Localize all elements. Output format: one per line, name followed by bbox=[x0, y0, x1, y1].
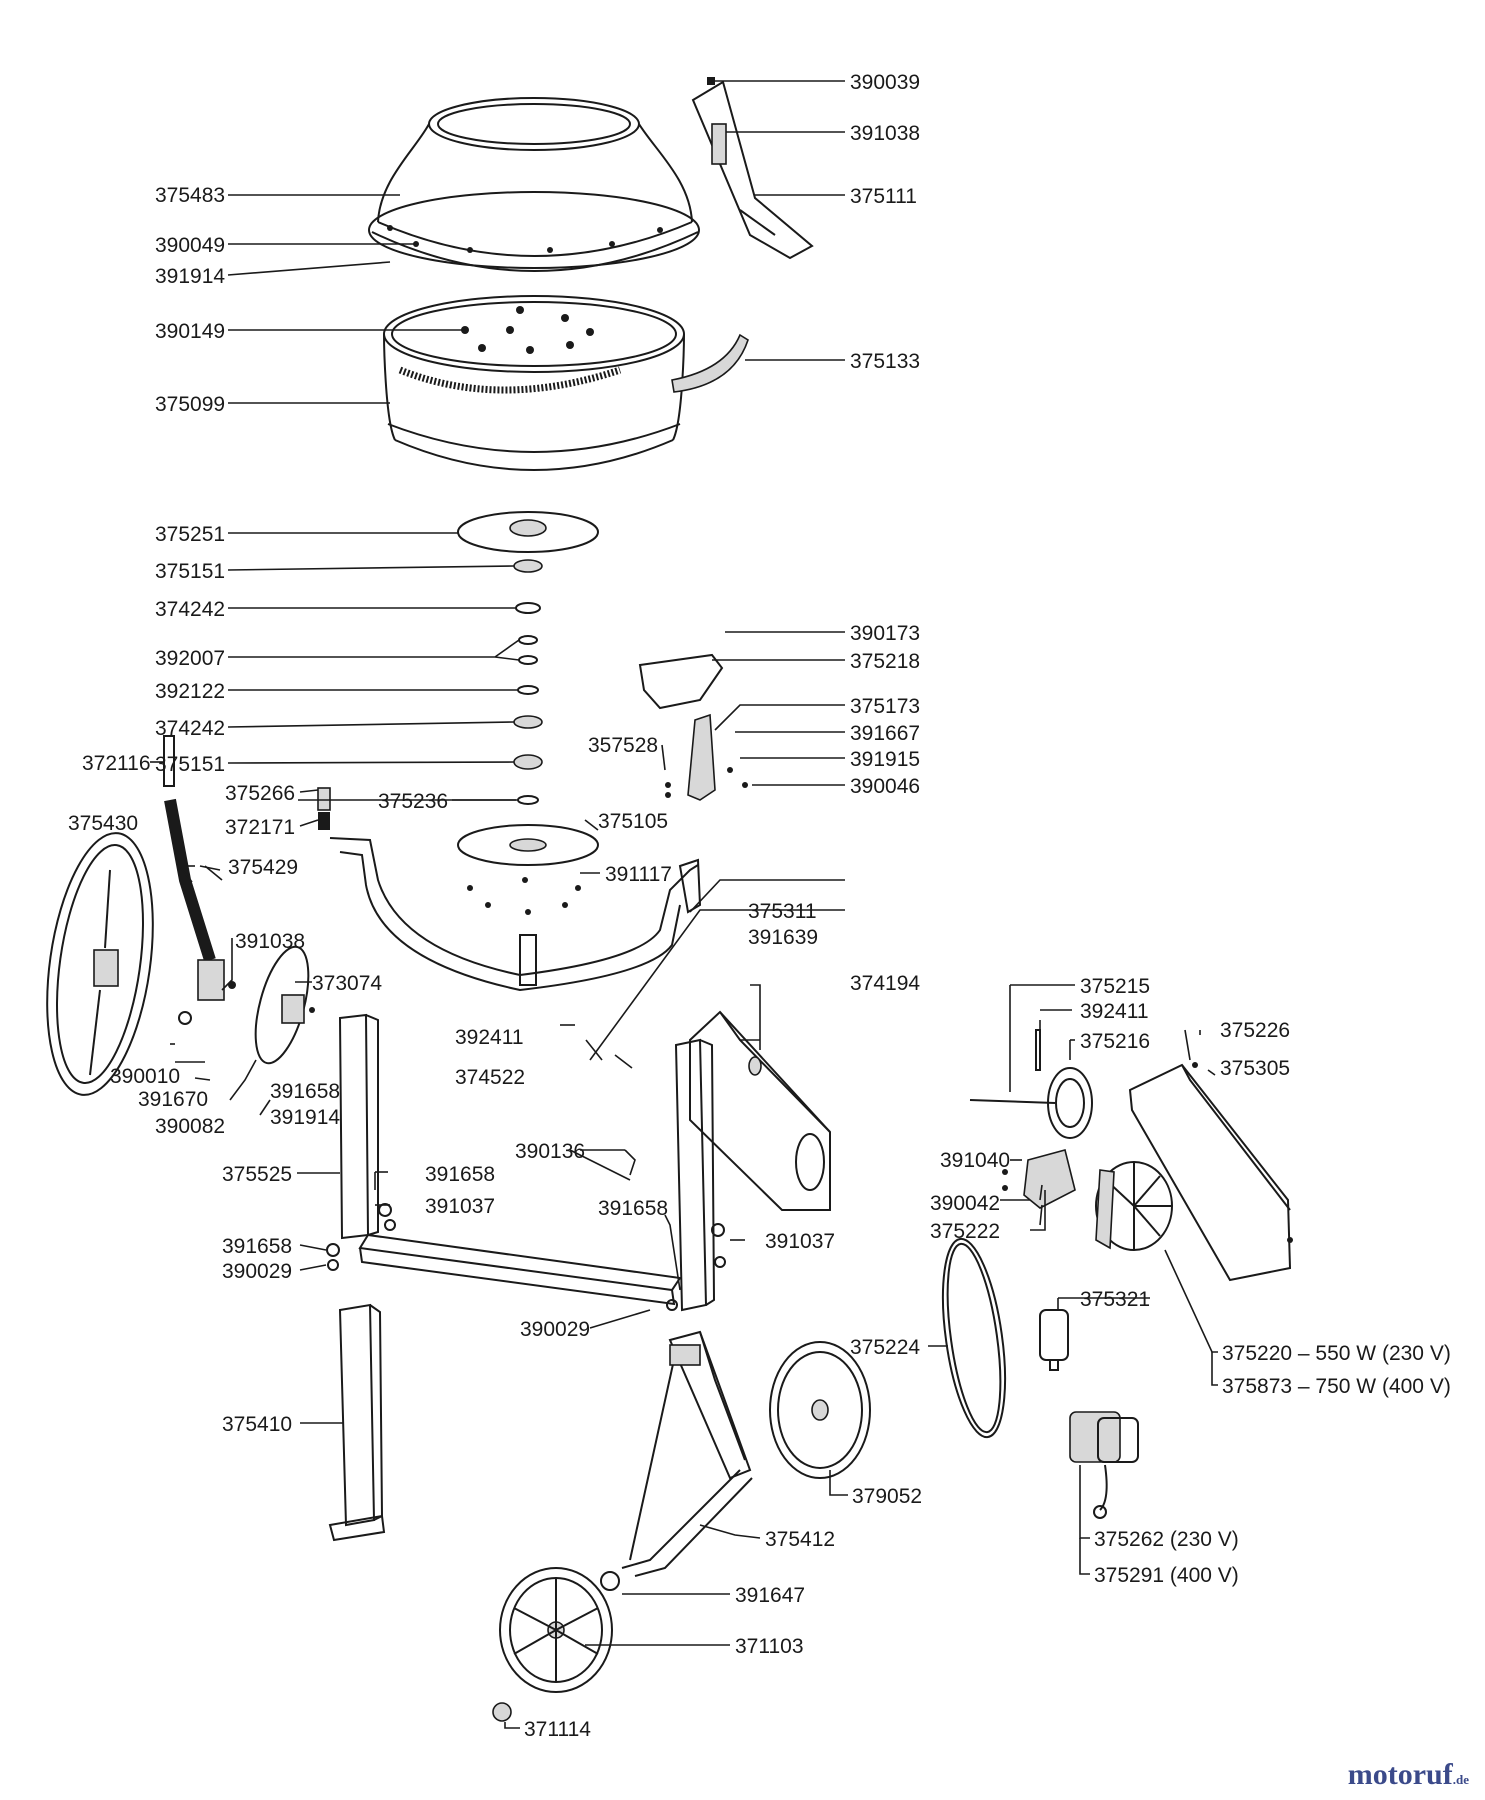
belt-part bbox=[941, 1237, 1007, 1439]
label-372171: 372171 bbox=[225, 816, 295, 839]
label-391658-c: 391658 bbox=[598, 1197, 668, 1220]
bearing-stack bbox=[457, 511, 599, 866]
label-379052: 379052 bbox=[852, 1485, 922, 1508]
label-375173: 375173 bbox=[850, 695, 920, 718]
label-391667: 391667 bbox=[850, 722, 920, 745]
label-375262: 375262 (230 V) bbox=[1094, 1528, 1239, 1551]
gear-guard-bracket bbox=[638, 653, 748, 801]
locking-plate-part bbox=[254, 945, 315, 1065]
drum-lower-part bbox=[383, 295, 749, 471]
motor-cover-part bbox=[1128, 1062, 1293, 1282]
frame-left-leg bbox=[326, 1013, 682, 1306]
label-375218: 375218 bbox=[850, 650, 920, 673]
label-375873: 375873 – 750 W (400 V) bbox=[1222, 1375, 1451, 1398]
label-392411: 392411 bbox=[1080, 1000, 1149, 1023]
label-390149: 390149 bbox=[155, 320, 225, 343]
shaft-pulley-part bbox=[969, 1029, 1093, 1139]
label-390029: 390029 bbox=[222, 1260, 292, 1283]
label-375105: 375105 bbox=[598, 810, 668, 833]
lower-leg-part bbox=[328, 1303, 386, 1542]
label-375412: 375412 bbox=[765, 1528, 835, 1551]
label-375226: 375226 bbox=[1220, 1019, 1290, 1042]
steering-wheel-part bbox=[46, 832, 154, 1096]
label-375291: 375291 (400 V) bbox=[1094, 1564, 1239, 1587]
drum-upper-part bbox=[368, 97, 700, 272]
label-375133: 375133 bbox=[850, 350, 920, 373]
label-391037-b: 391037 bbox=[765, 1230, 835, 1253]
label-374194: 374194 bbox=[850, 972, 920, 995]
label-375151-b: 375151 bbox=[155, 753, 225, 776]
label-375236: 375236 bbox=[378, 790, 448, 813]
label-390010: 390010 bbox=[110, 1065, 180, 1088]
label-391040: 391040 bbox=[940, 1149, 1010, 1172]
label-375429: 375429 bbox=[228, 856, 298, 879]
label-391914: 391914 bbox=[155, 265, 225, 288]
lever-part bbox=[163, 735, 331, 1025]
label-375266: 375266 bbox=[225, 782, 295, 805]
label-391639: 391639 bbox=[748, 926, 818, 949]
label-391670: 391670 bbox=[138, 1088, 208, 1111]
watermark-suffix: .de bbox=[1452, 1772, 1469, 1787]
label-375151: 375151 bbox=[155, 560, 225, 583]
label-374242-b: 374242 bbox=[155, 717, 225, 740]
watermark-logo: motoruf.de bbox=[1348, 1758, 1469, 1792]
label-390042: 390042 bbox=[930, 1192, 1000, 1215]
label-391038-b: 391038 bbox=[235, 930, 305, 953]
label-391658-d: 391658 bbox=[222, 1235, 292, 1258]
label-390173: 390173 bbox=[850, 622, 920, 645]
label-391117: 391117 bbox=[605, 863, 672, 886]
label-375224: 375224 bbox=[850, 1336, 920, 1359]
yoke-arm-part bbox=[329, 837, 702, 992]
label-374522: 374522 bbox=[455, 1066, 525, 1089]
pulley-part bbox=[769, 1341, 871, 1479]
label-375525: 375525 bbox=[222, 1163, 292, 1186]
label-375321: 375321 bbox=[1080, 1288, 1150, 1311]
label-375222: 375222 bbox=[930, 1220, 1000, 1243]
label-391647: 391647 bbox=[735, 1584, 805, 1607]
label-390029-b: 390029 bbox=[520, 1318, 590, 1341]
label-392007: 392007 bbox=[155, 647, 225, 670]
label-390136: 390136 bbox=[515, 1140, 585, 1163]
motor-part bbox=[1002, 1149, 1173, 1251]
part-number-labels: 390039 391038 375111 375483 390049 39191… bbox=[68, 71, 1451, 1741]
label-375251: 375251 bbox=[155, 523, 225, 546]
wheel-part bbox=[492, 1567, 620, 1722]
label-371114: 371114 bbox=[524, 1718, 591, 1741]
label-392122: 392122 bbox=[155, 680, 225, 703]
label-375410: 375410 bbox=[222, 1413, 292, 1436]
label-375430: 375430 bbox=[68, 812, 138, 835]
label-390046: 390046 bbox=[850, 775, 920, 798]
watermark-brand: motoruf bbox=[1347, 1758, 1453, 1791]
label-391914-b: 391914 bbox=[270, 1106, 340, 1129]
label-392411-b: 392411 bbox=[455, 1026, 524, 1049]
label-372116: 372116 bbox=[82, 752, 151, 775]
leader-lines bbox=[150, 80, 1218, 1729]
label-375220: 375220 – 550 W (230 V) bbox=[1222, 1342, 1451, 1365]
label-371103: 371103 bbox=[735, 1635, 804, 1658]
label-391038: 391038 bbox=[850, 122, 920, 145]
label-375111: 375111 bbox=[850, 185, 917, 208]
frame-right-leg bbox=[666, 1038, 726, 1312]
label-391658: 391658 bbox=[270, 1080, 340, 1103]
label-357528: 357528 bbox=[588, 734, 658, 757]
label-391915: 391915 bbox=[850, 748, 920, 771]
label-390049: 390049 bbox=[155, 234, 225, 257]
label-375099: 375099 bbox=[155, 393, 225, 416]
label-390039: 390039 bbox=[850, 71, 920, 94]
chute-part bbox=[691, 77, 814, 260]
label-373074: 373074 bbox=[312, 972, 382, 995]
label-374242: 374242 bbox=[155, 598, 225, 621]
label-375216: 375216 bbox=[1080, 1030, 1150, 1053]
capacitor-part bbox=[1039, 1309, 1069, 1371]
label-375483: 375483 bbox=[155, 184, 225, 207]
label-391658-b: 391658 bbox=[425, 1163, 495, 1186]
label-375215: 375215 bbox=[1080, 975, 1150, 998]
label-375311: 375311 bbox=[748, 900, 817, 923]
wheel-leg-part bbox=[621, 1330, 753, 1577]
switch-part bbox=[1069, 1411, 1139, 1519]
label-390082: 390082 bbox=[155, 1115, 225, 1138]
label-391037: 391037 bbox=[425, 1195, 495, 1218]
label-375305: 375305 bbox=[1220, 1057, 1290, 1080]
